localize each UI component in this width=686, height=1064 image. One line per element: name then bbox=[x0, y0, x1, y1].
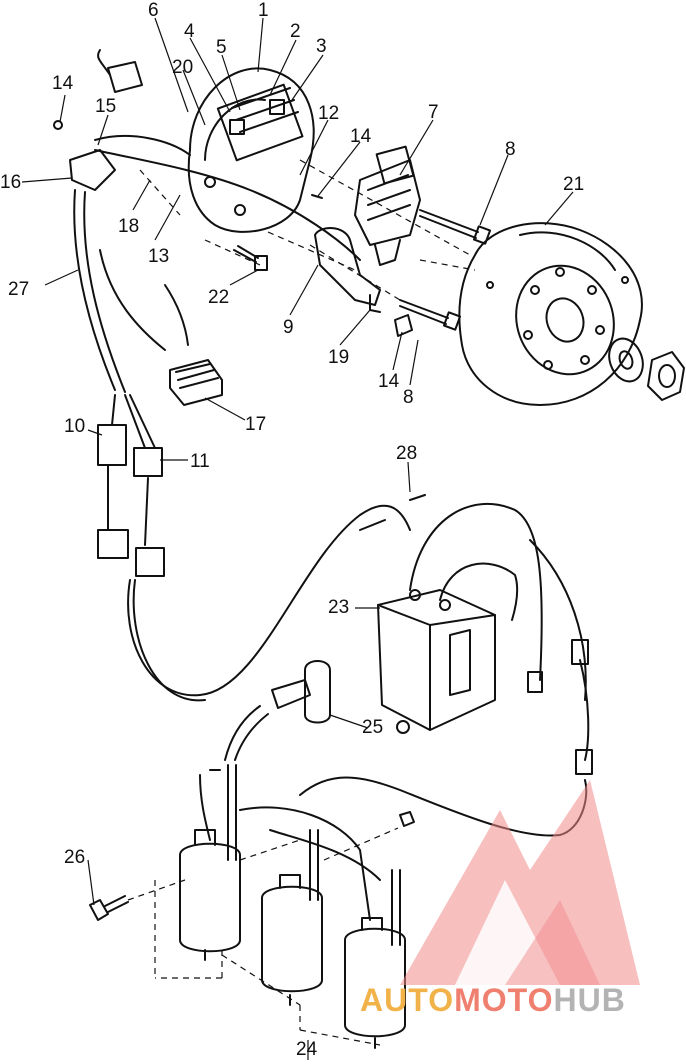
callout-17: 17 bbox=[245, 414, 267, 435]
watermark-hub: HUB bbox=[553, 982, 626, 1018]
top-left-parts bbox=[97, 49, 143, 93]
callout-19: 19 bbox=[328, 347, 350, 368]
flywheel bbox=[458, 222, 643, 406]
dashed-guides bbox=[127, 159, 476, 1046]
callout-12: 12 bbox=[318, 103, 340, 124]
callout-2: 2 bbox=[290, 21, 301, 42]
watermark-brand: AUTOMOTOHUB bbox=[360, 984, 626, 1016]
cdi-box bbox=[359, 494, 589, 731]
callout-9: 9 bbox=[283, 317, 294, 338]
watermark-auto: AUTO bbox=[360, 982, 455, 1018]
mounting-bolt bbox=[89, 895, 129, 921]
callout-10: 10 bbox=[64, 416, 86, 437]
callout-20: 20 bbox=[172, 57, 194, 78]
ignition-coils bbox=[179, 764, 415, 1049]
pickup-coil bbox=[354, 145, 421, 266]
watermark-moto: MOTO bbox=[454, 982, 554, 1018]
callout-6: 6 bbox=[148, 0, 159, 21]
callout-4: 4 bbox=[184, 21, 195, 42]
callout-25: 25 bbox=[362, 717, 384, 738]
wire-harness bbox=[69, 134, 361, 577]
callout-23: 23 bbox=[328, 597, 350, 618]
callout-1: 1 bbox=[258, 0, 269, 21]
callout-13: 13 bbox=[148, 246, 170, 267]
callout-8-lower: 8 bbox=[403, 387, 414, 408]
callout-14: 14 bbox=[52, 73, 74, 94]
wire-lead bbox=[299, 659, 593, 837]
callout-8: 8 bbox=[505, 139, 516, 160]
callout-28: 28 bbox=[396, 443, 418, 464]
ground-wire bbox=[127, 504, 411, 702]
callout-7: 7 bbox=[428, 102, 439, 123]
callout-14-lower: 14 bbox=[378, 371, 400, 392]
triangle-logo-icon bbox=[400, 780, 640, 985]
callout-24: 24 bbox=[296, 1039, 318, 1060]
leader-lines bbox=[21, 17, 574, 1060]
callout-27: 27 bbox=[8, 279, 30, 300]
bolts bbox=[399, 209, 492, 331]
connector-plug bbox=[164, 284, 223, 406]
callout-5: 5 bbox=[216, 37, 227, 58]
callout-15: 15 bbox=[95, 96, 117, 117]
callout-11: 11 bbox=[190, 451, 210, 472]
callout-16: 16 bbox=[0, 172, 22, 193]
callout-22: 22 bbox=[208, 287, 230, 308]
callout-14-middle: 14 bbox=[350, 126, 372, 147]
callout-26: 26 bbox=[64, 847, 86, 868]
callout-3: 3 bbox=[316, 36, 327, 57]
callout-21: 21 bbox=[563, 174, 585, 195]
callout-18: 18 bbox=[118, 216, 140, 237]
washer-nut bbox=[608, 337, 685, 401]
bracket bbox=[314, 227, 381, 313]
stator-plate bbox=[187, 67, 315, 233]
